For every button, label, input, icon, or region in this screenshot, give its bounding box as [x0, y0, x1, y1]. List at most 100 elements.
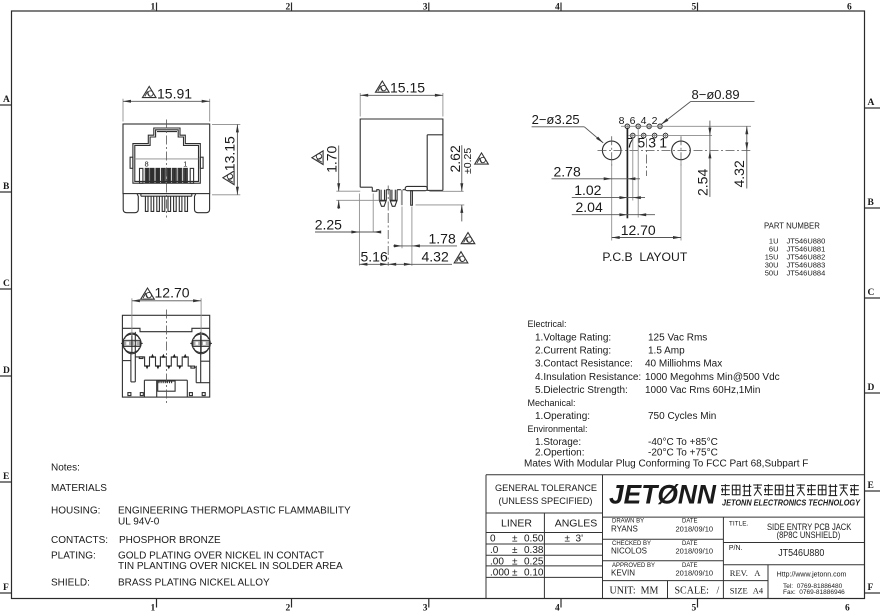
svg-text:1U: 1U	[769, 236, 779, 245]
svg-text:Mates With Modular Plug Confor: Mates With Modular Plug Conforming To FC…	[524, 459, 808, 470]
svg-text:REV.: REV.	[730, 568, 748, 578]
svg-text:1.Storage:: 1.Storage:	[535, 437, 581, 448]
svg-text:GOLD PLATING OVER NICKEL IN CO: GOLD PLATING OVER NICKEL IN CONTACT	[118, 550, 324, 561]
svg-text:C: C	[3, 279, 10, 289]
svg-text:SIDE ENTRY PCB JACK: SIDE ENTRY PCB JACK	[767, 522, 851, 532]
svg-text:-40°C To +85°C: -40°C To +85°C	[648, 437, 718, 448]
svg-text:.000: .000	[490, 568, 510, 579]
svg-text:2.04: 2.04	[576, 199, 603, 215]
svg-text:3: 3	[423, 604, 428, 613]
svg-text:BRASS PLATING NICKEL ALLOY: BRASS PLATING NICKEL ALLOY	[118, 578, 270, 589]
svg-text:1: 1	[151, 3, 156, 13]
svg-text:1.78: 1.78	[429, 230, 456, 246]
svg-text:8: 8	[619, 115, 625, 127]
svg-text:P/N.: P/N.	[729, 545, 743, 552]
svg-text:UL 94V-0: UL 94V-0	[118, 517, 160, 528]
svg-text:F: F	[868, 583, 874, 593]
svg-text:Tel: 0769-81886480: Tel: 0769-81886480	[783, 583, 843, 590]
svg-text:3: 3	[423, 3, 428, 13]
svg-text:8−ø0.89: 8−ø0.89	[692, 87, 740, 102]
svg-text:2.Current Rating:: 2.Current Rating:	[535, 345, 611, 356]
svg-text:0.50: 0.50	[524, 534, 544, 545]
svg-text:P.C.B LAYOUT: P.C.B LAYOUT	[602, 250, 687, 264]
svg-text:CHECKED BY: CHECKED BY	[612, 541, 651, 547]
svg-text:ENGINEERING THERMOPLASTIC FLAM: ENGINEERING THERMOPLASTIC FLAMMABILITY	[118, 506, 351, 517]
svg-text:5.16: 5.16	[361, 249, 388, 265]
svg-text:SCALE: /: SCALE: /	[675, 586, 720, 597]
svg-text:JT546U880: JT546U880	[778, 548, 824, 559]
svg-text:GENERAL TOLERANCE: GENERAL TOLERANCE	[495, 483, 597, 493]
svg-text:12.70: 12.70	[621, 222, 656, 238]
svg-text:0.38: 0.38	[524, 545, 544, 556]
svg-text:8: 8	[145, 159, 149, 168]
svg-text:(8P8C UNSHIELD): (8P8C UNSHIELD)	[777, 530, 841, 540]
svg-text:B: B	[3, 182, 10, 192]
svg-text:A: A	[754, 568, 761, 578]
svg-text:DATE: DATE	[682, 541, 698, 547]
svg-text:KEVIN: KEVIN	[611, 569, 635, 578]
svg-text:3: 3	[648, 134, 656, 150]
svg-text:2018/09/10: 2018/09/10	[676, 547, 714, 556]
svg-text:1: 1	[183, 159, 187, 168]
svg-text:1.02: 1.02	[574, 182, 601, 198]
svg-text:2018/09/10: 2018/09/10	[676, 569, 714, 578]
svg-text:5: 5	[637, 134, 645, 150]
svg-text:A4: A4	[753, 585, 764, 595]
svg-text:12.70: 12.70	[155, 285, 190, 301]
svg-text:1000 Megohms Min@500 Vdc: 1000 Megohms Min@500 Vdc	[645, 372, 780, 383]
svg-text:± 3': ± 3'	[565, 534, 584, 545]
svg-text:Electrical:: Electrical:	[528, 319, 567, 329]
svg-text:SIZE: SIZE	[730, 585, 748, 595]
svg-text:HOUSING:: HOUSING:	[51, 506, 100, 517]
svg-text:JT546U884: JT546U884	[787, 269, 826, 278]
svg-text:40 Milliohms Max: 40 Milliohms Max	[645, 359, 722, 370]
svg-text:30U: 30U	[765, 261, 779, 270]
svg-text:6: 6	[845, 604, 850, 613]
svg-text:±: ±	[512, 545, 518, 556]
svg-text:ANGLES: ANGLES	[555, 517, 598, 529]
svg-text:.0: .0	[490, 545, 499, 556]
svg-text:JT546U881: JT546U881	[787, 244, 826, 253]
svg-text:PART NUMBER: PART NUMBER	[764, 222, 820, 231]
svg-text:50U: 50U	[765, 269, 779, 278]
svg-text:SHIELD:: SHIELD:	[51, 578, 90, 589]
svg-text:JT546U882: JT546U882	[787, 253, 826, 262]
svg-text:JETØNN: JETØNN	[609, 480, 716, 510]
svg-text:1.Voltage Rating:: 1.Voltage Rating:	[535, 332, 611, 343]
svg-text:A: A	[3, 95, 10, 105]
svg-text:1000 Vac Rms 60Hz,1Min: 1000 Vac Rms 60Hz,1Min	[645, 385, 760, 396]
svg-text:B: B	[868, 198, 875, 208]
svg-text:UNIT: MM: UNIT: MM	[610, 586, 659, 597]
svg-text:MATERIALS: MATERIALS	[51, 483, 107, 494]
svg-text:(UNLESS SPECIFIED): (UNLESS SPECIFIED)	[499, 496, 593, 506]
svg-text:6: 6	[847, 3, 852, 13]
svg-text:Mechanical:: Mechanical:	[528, 398, 576, 408]
svg-text:.00: .00	[490, 556, 504, 567]
svg-text:APPROVED BY: APPROVED BY	[612, 563, 655, 569]
svg-text:F: F	[3, 583, 9, 593]
svg-text:2.78: 2.78	[554, 163, 581, 179]
svg-text:4: 4	[641, 115, 647, 127]
svg-text:0: 0	[490, 534, 496, 545]
svg-text:2.54: 2.54	[694, 169, 710, 196]
svg-text:Environmental:: Environmental:	[528, 424, 588, 434]
svg-text:E: E	[868, 481, 874, 491]
svg-text:2−ø3.25: 2−ø3.25	[532, 112, 580, 127]
svg-text:LINER: LINER	[501, 517, 532, 529]
svg-text:6U: 6U	[769, 244, 779, 253]
svg-text:2.62: 2.62	[447, 145, 463, 172]
svg-text:2: 2	[652, 115, 658, 127]
svg-text:4.32: 4.32	[731, 160, 747, 187]
svg-text:D: D	[868, 383, 875, 393]
svg-text:1.Operating:: 1.Operating:	[535, 411, 590, 422]
svg-text:NICOLOS: NICOLOS	[611, 547, 647, 556]
svg-text:2.25: 2.25	[315, 217, 342, 233]
svg-text:JT546U880: JT546U880	[787, 236, 826, 245]
svg-text:±: ±	[512, 568, 518, 579]
svg-text:6: 6	[630, 115, 636, 127]
svg-text:1.5 Amp: 1.5 Amp	[648, 345, 685, 356]
svg-text:4.Insulation Resistance:: 4.Insulation Resistance:	[535, 372, 641, 383]
svg-text:4.32: 4.32	[422, 249, 449, 265]
svg-text:PLATING:: PLATING:	[51, 550, 96, 561]
svg-text:4: 4	[555, 604, 560, 613]
